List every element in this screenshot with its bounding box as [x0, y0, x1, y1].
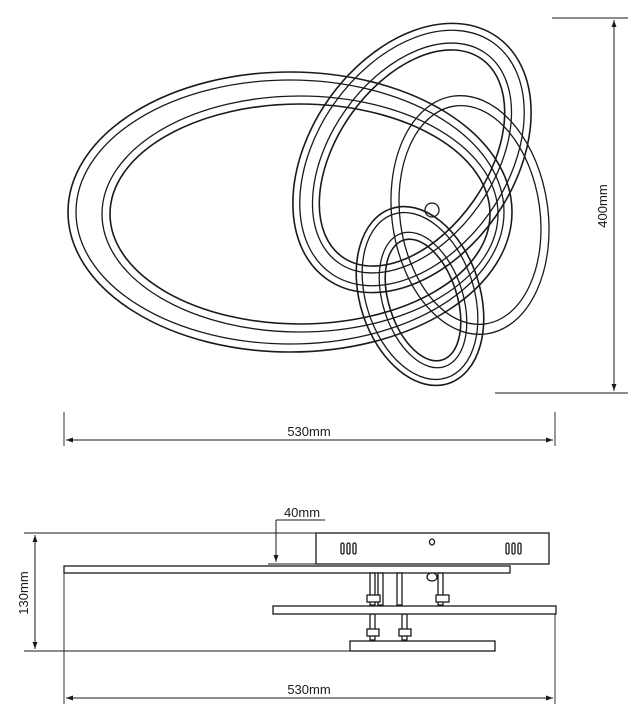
ring-thickness-label: 40mm — [284, 505, 320, 520]
small-ring — [355, 205, 485, 387]
canopy-vents-left — [340, 542, 357, 555]
canopy-vents-right — [505, 542, 522, 555]
total-height-label: 130mm — [16, 571, 31, 614]
middle-ring — [292, 22, 532, 294]
small-ring-profile — [349, 640, 496, 652]
large-ring — [67, 71, 513, 353]
width-dimension-label: 530mm — [287, 424, 330, 439]
large-ring-profile — [63, 565, 511, 574]
top-view: 400mm 530mm — [63, 17, 628, 446]
base-plate-outline — [390, 95, 550, 335]
height-dimension-label: 400mm — [595, 184, 610, 227]
base-plate-inner — [398, 104, 542, 326]
canopy-screw — [428, 538, 436, 546]
middle-ring-profile — [272, 605, 557, 615]
side-width-dimension-label: 530mm — [287, 682, 330, 697]
support-rods — [366, 572, 450, 641]
side-view: 40mm 130mm 530mm — [16, 505, 557, 704]
